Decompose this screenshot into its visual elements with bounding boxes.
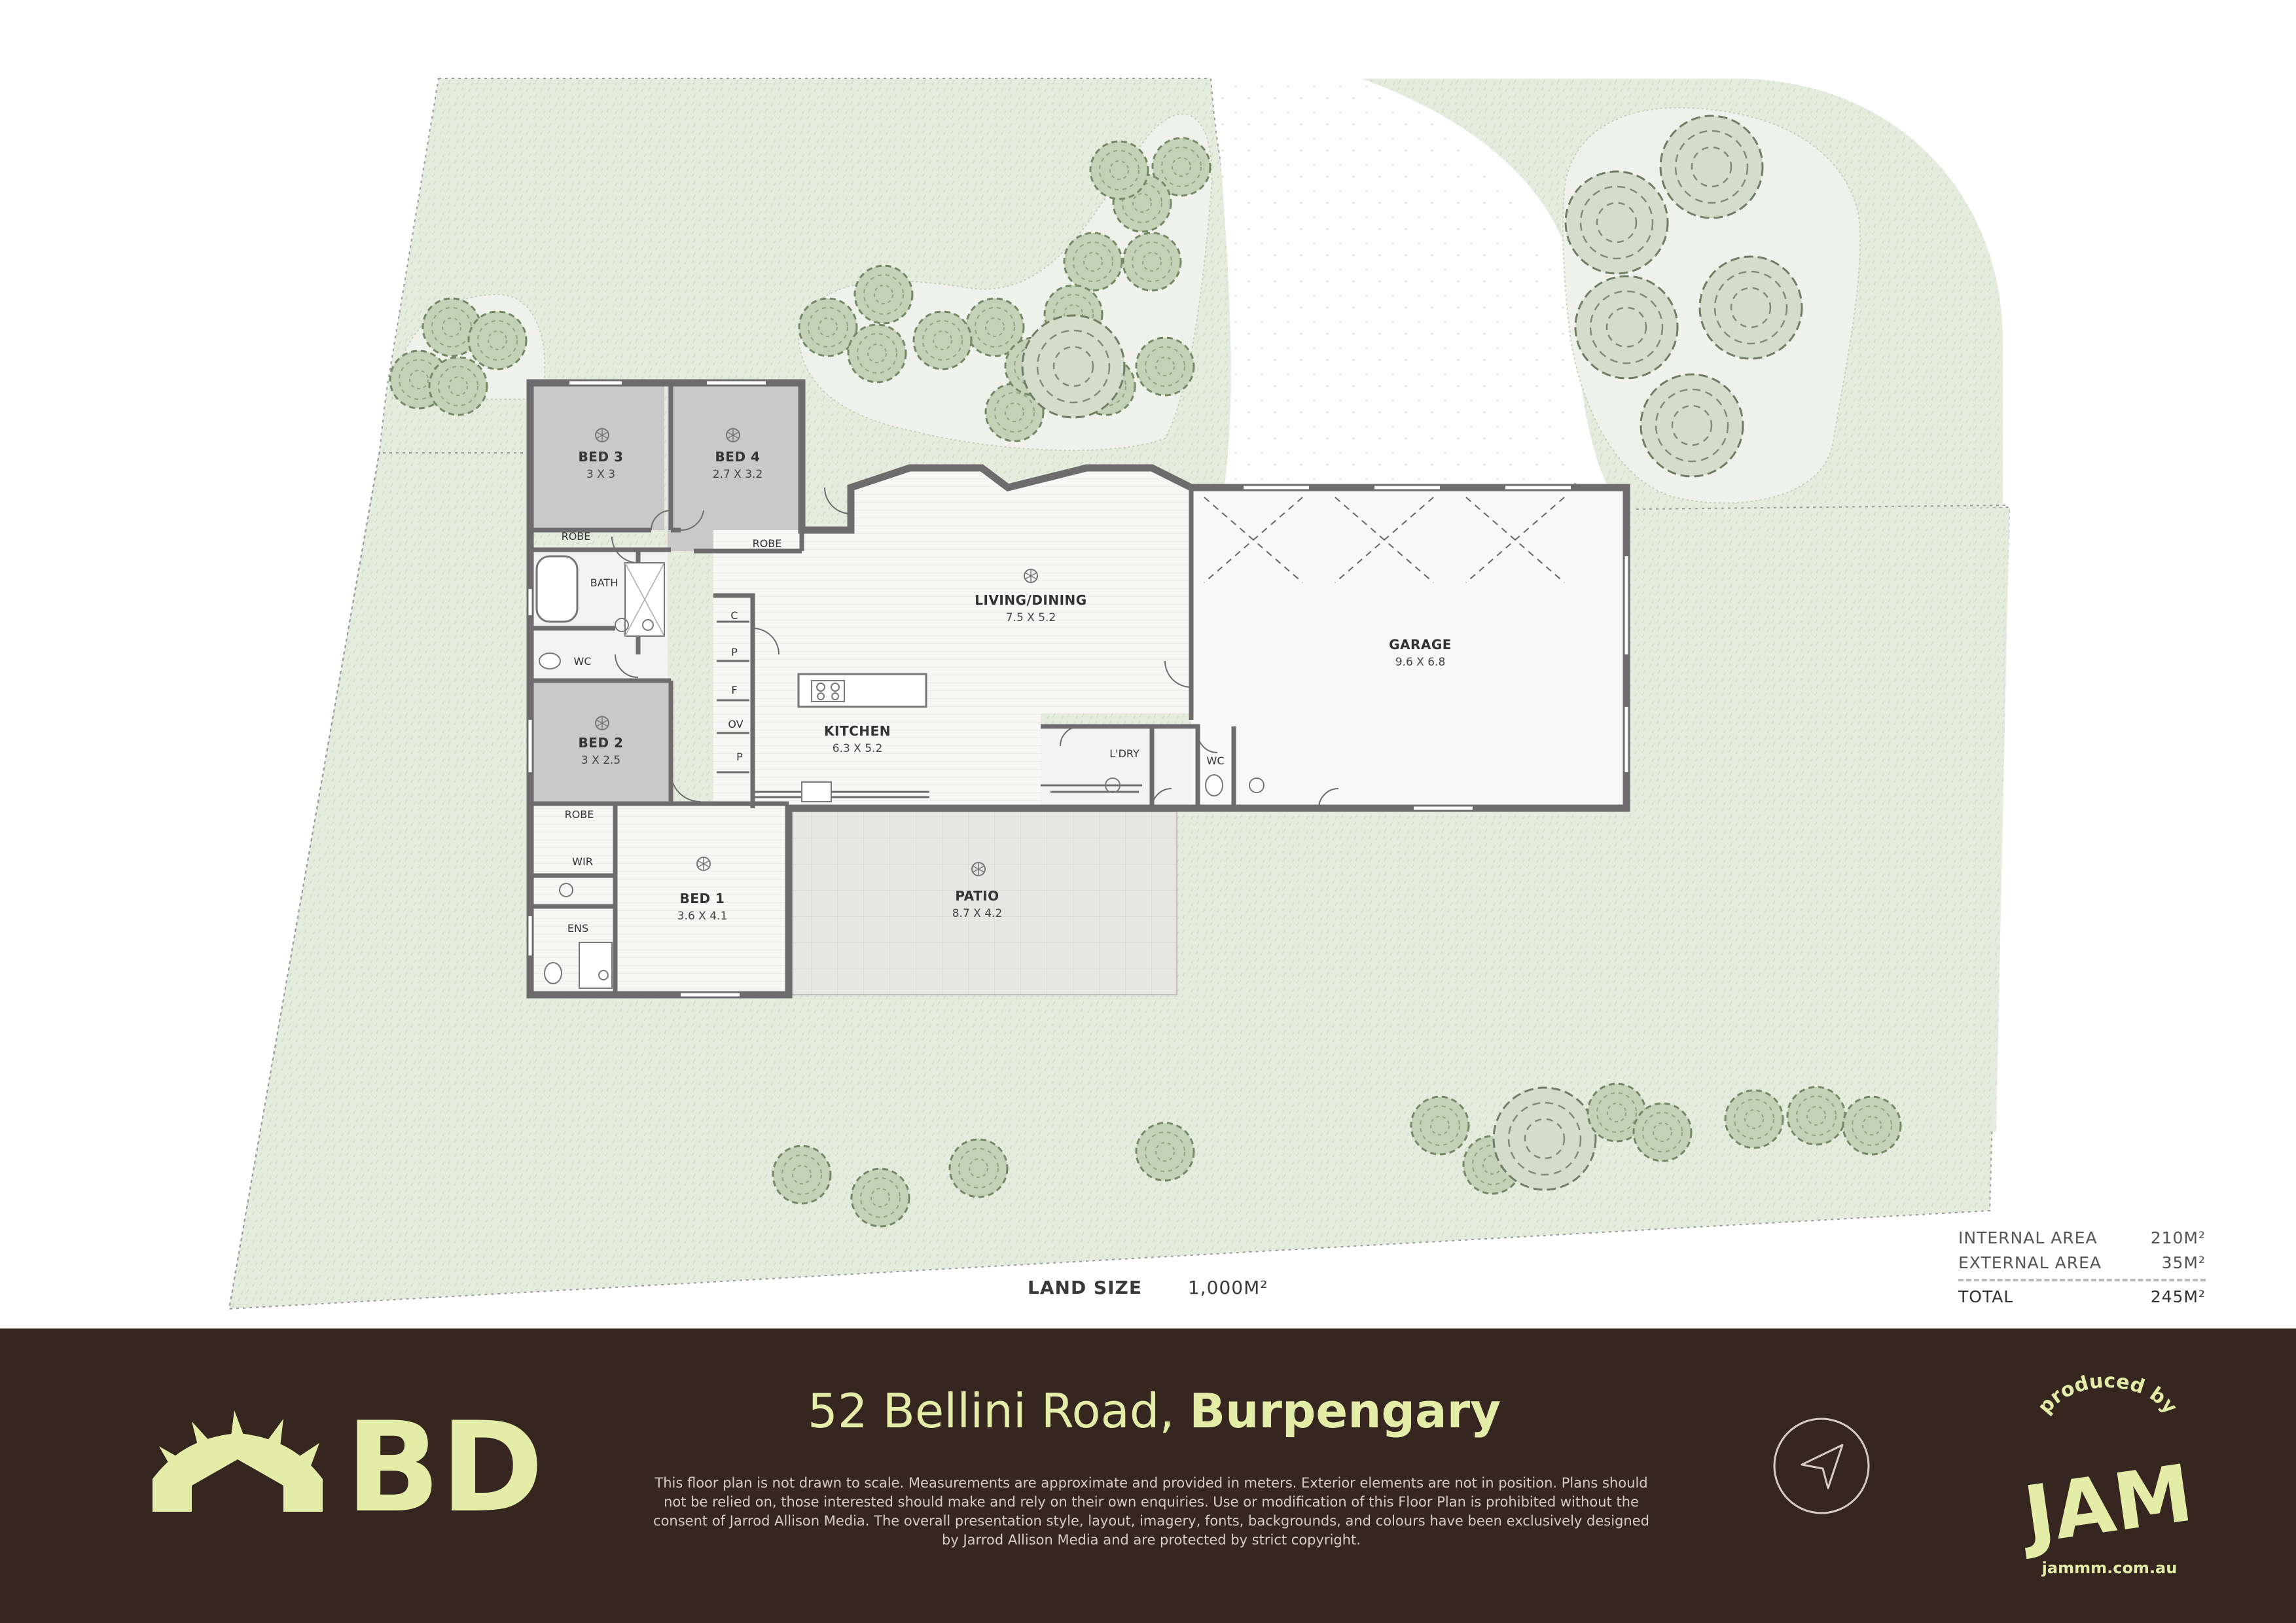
room-dims-bed4: 2.7 X 3.2 <box>713 468 763 481</box>
external-area-value: 35M² <box>2161 1253 2206 1272</box>
label-cupboard: C <box>730 609 738 622</box>
room-name-living: LIVING/DINING <box>975 592 1086 608</box>
label-wc: WC <box>574 655 592 668</box>
bathtub-icon <box>535 555 579 623</box>
label-ens: ENS <box>567 922 588 935</box>
label-robe: ROBE <box>753 537 782 550</box>
internal-area-label: INTERNAL AREA <box>1958 1228 2098 1247</box>
sink-icon <box>801 781 832 802</box>
north-arrow-icon <box>1773 1418 1870 1514</box>
producer-logo: produced by JAM <box>2022 1370 2193 1562</box>
address-street: 52 Bellini Road, <box>808 1383 1175 1438</box>
room-dims-patio: 8.7 X 4.2 <box>952 907 1003 920</box>
room-name-kitchen: KITCHEN <box>824 723 891 739</box>
label-wir: WIR <box>572 855 593 868</box>
basin-icon <box>1105 777 1265 793</box>
sunburst-icon <box>152 1410 323 1512</box>
shower-icon <box>579 942 613 989</box>
room-dims-kitchen: 6.3 X 5.2 <box>833 742 883 755</box>
toilet-icon <box>1205 774 1223 796</box>
producer-url: jammm.com.au <box>2041 1559 2178 1577</box>
room-dims-living: 7.5 X 5.2 <box>1006 611 1056 624</box>
internal-area-value: 210M² <box>2150 1228 2206 1247</box>
label-robe: ROBE <box>562 530 591 543</box>
basin-icon <box>615 618 629 632</box>
room-dims-bed2: 3 X 2.5 <box>581 754 620 767</box>
logo-text: BD <box>346 1407 544 1518</box>
house-exterior-walls <box>526 379 1630 999</box>
room-name-bed4: BED 4 <box>715 449 761 465</box>
room-dims-bed3: 3 X 3 <box>586 468 615 481</box>
property-address: 52 Bellini Road, Burpengary <box>808 1383 1501 1438</box>
label-fridge: F <box>731 684 737 696</box>
room-name-bed3: BED 3 <box>579 449 624 465</box>
land-size: LAND SIZE 1,000M² <box>1028 1277 1268 1298</box>
cooktop-icon <box>811 680 845 702</box>
land-size-label: LAND SIZE <box>1028 1277 1142 1298</box>
svg-text:produced by: produced by <box>2034 1370 2182 1419</box>
label-robe: ROBE <box>565 808 594 821</box>
floor-plan: BED 3 3 X 3 BED 4 2.7 X 3.2 BED 2 3 X 2.… <box>228 78 2011 1310</box>
address-suburb: Burpengary <box>1189 1383 1501 1438</box>
area-summary: INTERNAL AREA 210M² EXTERNAL AREA 35M² TOT… <box>1958 1225 2206 1309</box>
basin-icon <box>559 883 573 897</box>
external-area-label: EXTERNAL AREA <box>1958 1253 2102 1272</box>
agency-logo: BD <box>152 1407 544 1518</box>
label-bath: BATH <box>590 577 618 589</box>
patio-area <box>791 811 1177 995</box>
toilet-icon <box>544 962 562 984</box>
label-pantry: P <box>731 646 738 658</box>
label-laundry: L'DRY <box>1109 747 1139 760</box>
driveway <box>1214 79 1574 491</box>
label-wc: WC <box>1207 755 1225 767</box>
produced-by-text: produced by <box>2034 1370 2182 1419</box>
shower-icon <box>624 562 665 637</box>
room-name-patio: PATIO <box>955 888 999 904</box>
land-size-value: 1,000M² <box>1187 1277 1268 1298</box>
total-area-label: TOTAL <box>1958 1287 2014 1306</box>
jam-text: JAM <box>2022 1448 2193 1562</box>
room-dims-bed1: 3.6 X 4.1 <box>677 910 728 923</box>
room-name-bed2: BED 2 <box>579 735 624 751</box>
garage-skylights <box>1204 497 1565 583</box>
room-dims-garage: 9.6 X 6.8 <box>1395 656 1446 669</box>
label-pantry: P <box>736 751 743 763</box>
room-name-garage: GARAGE <box>1389 637 1452 652</box>
room-name-bed1: BED 1 <box>680 891 725 906</box>
total-area-value: 245M² <box>2150 1287 2206 1306</box>
garden-path <box>386 450 2009 1178</box>
toilet-icon <box>539 652 561 669</box>
label-oven: OV <box>728 718 743 730</box>
footer-bar <box>0 1329 2296 1623</box>
disclaimer-text: This floor plan is not drawn to scale. M… <box>653 1475 1649 1548</box>
